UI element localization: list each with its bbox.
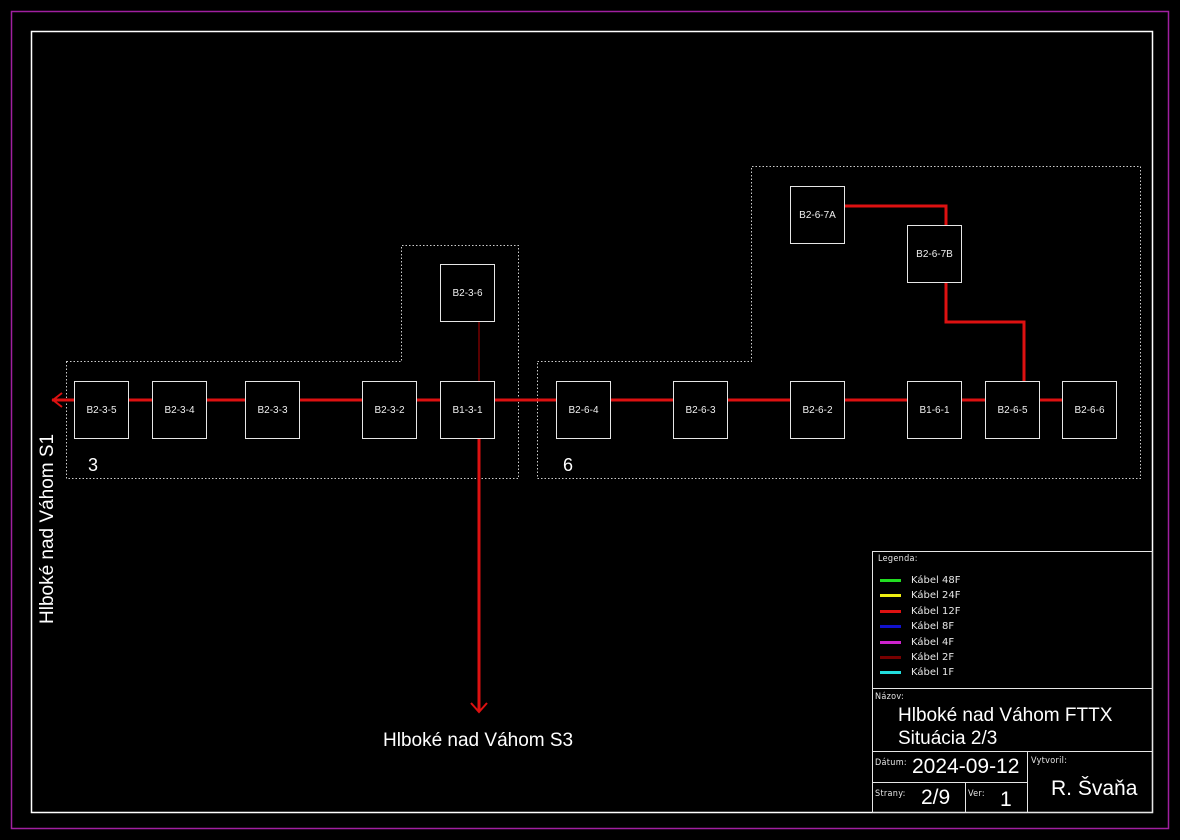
legend-label: Kábel 12F: [911, 605, 961, 617]
legend-swatch-icon: [880, 671, 901, 675]
legend: Legenda: Kábel 48F Kábel 24F Kábel 12F Kábe…: [873, 552, 1152, 688]
drawing-title: Hlboké nad Váhom FTTX: [898, 705, 1113, 726]
pages-label: Strany:: [875, 789, 906, 799]
node-label: B2-3-2: [374, 404, 405, 416]
legend-item: Kábel 8F: [880, 619, 954, 634]
destination-bottom-label: Hlboké nad Váhom S3: [383, 730, 574, 751]
version-label: Ver:: [968, 789, 985, 799]
legend-swatch-icon: [880, 640, 901, 644]
author-label: Vytvoril:: [1031, 756, 1068, 766]
legend-label: Kábel 2F: [911, 652, 955, 663]
legend-item: Kábel 48F: [880, 573, 960, 588]
legend-swatch-icon: [880, 594, 901, 598]
node-B2-6-5[interactable]: B2-6-5: [985, 381, 1040, 439]
node-label: B2-3-3: [257, 404, 288, 416]
cable-12f-7b-6-5: [944, 283, 1026, 381]
pages-value: 2/9: [921, 786, 951, 809]
legend-label: Kábel 1F: [911, 667, 955, 679]
legend-title: Legenda:: [878, 554, 918, 564]
arrow-left-icon: [51, 392, 63, 408]
node-B2-6-6[interactable]: B2-6-6: [1062, 381, 1117, 439]
legend-item: Kábel 2F: [880, 650, 954, 665]
node-B2-6-3[interactable]: B2-6-3: [673, 381, 728, 439]
title-block-frame: [872, 551, 1153, 813]
region-3-outline: [66, 245, 519, 479]
node-B2-3-6[interactable]: B2-3-6: [440, 264, 495, 322]
author-value: R. Švaňa: [1051, 777, 1138, 800]
version-value: 1: [1000, 788, 1012, 811]
legend-swatch-icon: [880, 656, 901, 659]
node-B2-3-2[interactable]: B2-3-2: [362, 381, 417, 439]
node-B1-3-1[interactable]: B1-3-1: [440, 381, 495, 439]
node-label: B2-6-2: [802, 404, 833, 416]
legend-swatch-icon: [880, 625, 901, 629]
outer-border: [10, 10, 1170, 830]
node-B2-3-5[interactable]: B2-3-5: [74, 381, 129, 439]
legend-item: Kábel 1F: [880, 665, 954, 680]
drawing-subtitle: Situácia 2/3: [898, 728, 998, 749]
destination-left-label: Hlboké nad Váhom S1: [37, 433, 58, 624]
node-label: B2-6-6: [1074, 404, 1105, 416]
node-B2-6-7A[interactable]: B2-6-7A: [790, 186, 845, 244]
node-label: B1-6-1: [919, 404, 950, 416]
region-label-6: 6: [563, 455, 574, 475]
legend-item: Kábel 4F: [880, 635, 954, 650]
name-label: Názov:: [875, 692, 905, 702]
node-B2-3-3[interactable]: B2-3-3: [245, 381, 300, 439]
node-label: B2-6-4: [568, 404, 599, 416]
legend-swatch-icon: [880, 579, 901, 582]
date-value: 2024-09-12: [912, 755, 1020, 778]
node-label: B2-6-7B: [916, 248, 953, 260]
legend-swatch-icon: [880, 609, 901, 613]
node-label: B2-6-3: [685, 404, 716, 416]
legend-item: Kábel 24F: [880, 588, 960, 603]
legend-label: Kábel 8F: [911, 621, 955, 633]
node-B1-6-1[interactable]: B1-6-1: [907, 381, 962, 439]
drawing-frame: [30, 30, 1154, 814]
node-label: B2-3-4: [164, 404, 195, 416]
legend-item: Kábel 12F: [880, 604, 960, 619]
legend-label: Kábel 24F: [911, 590, 961, 602]
node-B2-6-4[interactable]: B2-6-4: [556, 381, 611, 439]
node-label: B1-3-1: [452, 404, 483, 416]
node-label: B2-3-6: [452, 287, 483, 299]
node-label: B2-3-5: [86, 404, 117, 416]
cable-12f-7a-7b: [845, 204, 948, 225]
node-B2-6-2[interactable]: B2-6-2: [790, 381, 845, 439]
region-label-3: 3: [88, 455, 99, 475]
node-B2-3-4[interactable]: B2-3-4: [152, 381, 207, 439]
node-label: B2-6-7A: [799, 209, 836, 221]
legend-label: Kábel 48F: [911, 575, 961, 586]
date-label: Dátum:: [875, 758, 907, 768]
arrow-down-icon: [470, 702, 488, 714]
region-6-outline: [537, 166, 1141, 479]
node-label: B2-6-5: [997, 404, 1028, 416]
legend-label: Kábel 4F: [911, 636, 955, 648]
node-B2-6-7B[interactable]: B2-6-7B: [907, 225, 962, 283]
